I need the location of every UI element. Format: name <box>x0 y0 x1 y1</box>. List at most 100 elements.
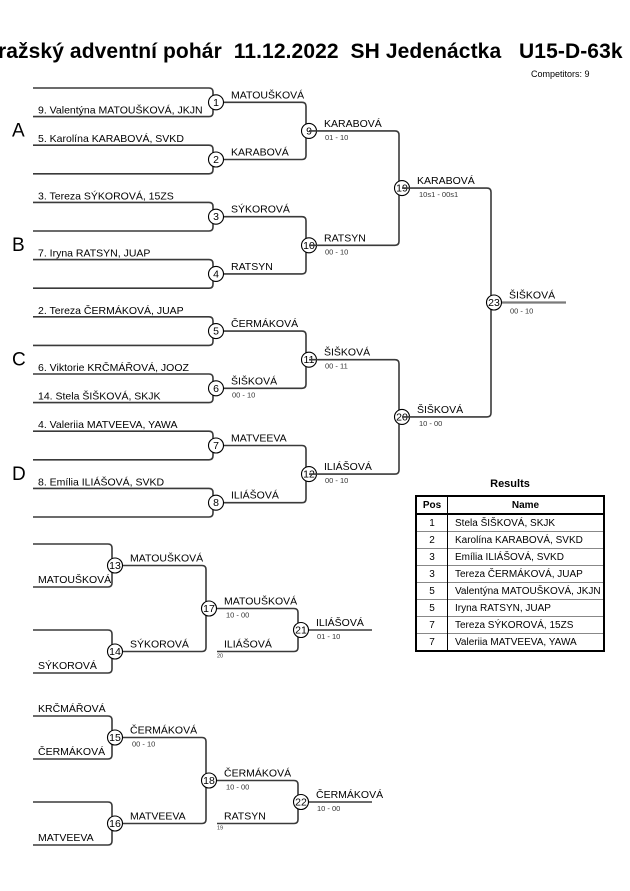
page-title: ražský adventní pohár 11.12.2022 SH Jede… <box>0 40 623 63</box>
match-number-circle <box>207 437 225 454</box>
match-score: 01 - 10 <box>325 133 348 142</box>
opponent-source-match: 20 <box>217 654 223 660</box>
pool-label: C <box>12 349 26 370</box>
bracket-connector <box>309 130 400 247</box>
bracket-connector <box>33 316 214 347</box>
match-number: 4 <box>213 268 219 280</box>
match-winner: MATVEEVA <box>231 433 287 445</box>
match-number-circle <box>106 815 124 832</box>
repechage-opponent: RATSYN <box>224 811 266 823</box>
competitor-entry: 5. Karolína KARABOVÁ, SVKD <box>38 132 184 145</box>
result-name: Valeriia MATVEEVA, YAWA <box>447 633 604 651</box>
match-score: 00 - 10 <box>232 390 255 399</box>
competitor-entry: 14. Stela ŠIŠKOVÁ, SKJK <box>38 390 161 403</box>
bronze-winner: ILIÁŠOVÁ <box>316 616 364 629</box>
match-score: 10 - 00 <box>419 419 442 428</box>
repechage-entry: KRČMÁŘOVÁ <box>38 702 106 715</box>
match-number: 1 <box>213 97 219 109</box>
match-score: 10s1 - 00s1 <box>419 190 458 199</box>
competitor-entry: 6. Viktorie KRČMÁŘOVÁ, JOOZ <box>38 361 190 374</box>
match-number-circle <box>106 643 124 660</box>
match-number: 8 <box>213 497 219 509</box>
result-name: Stela ŠIŠKOVÁ, SKJK <box>447 513 604 532</box>
bracket-connector <box>33 201 214 232</box>
bronze-winner: ČERMÁKOVÁ <box>316 788 383 801</box>
match-number: 15 <box>109 732 121 744</box>
result-name: Tereza SÝKOROVÁ, 15ZS <box>447 616 604 634</box>
result-position: 7 <box>416 616 448 634</box>
pool-label: A <box>12 121 25 142</box>
competitor-entry: 7. Iryna RATSYN, JUAP <box>38 248 150 260</box>
repechage-entry: SÝKOROVÁ <box>38 659 97 672</box>
repechage-opponent: ILIÁŠOVÁ <box>224 638 272 651</box>
match-score: 10 - 00 <box>226 783 249 792</box>
match-winner: KARABOVÁ <box>231 146 289 159</box>
match-winner: ŠIŠKOVÁ <box>324 346 370 359</box>
match-number-circle <box>207 265 225 282</box>
final-winner: ŠIŠKOVÁ <box>509 289 555 302</box>
match-winner: SÝKOROVÁ <box>231 203 290 216</box>
match-number: 3 <box>213 211 219 223</box>
competitors-count: Competitors: 9 <box>531 69 590 79</box>
match-number: 18 <box>203 775 215 787</box>
final-score: 00 - 10 <box>510 307 533 316</box>
bronze-score: 10 - 00 <box>317 804 340 813</box>
result-position: 3 <box>416 548 448 566</box>
repechage-entry: MATVEEVA <box>38 832 94 844</box>
pool-label: D <box>12 464 26 485</box>
match-number-circle <box>207 94 225 111</box>
result-position: 5 <box>416 582 448 600</box>
match-number: 23 <box>488 297 500 309</box>
match-score: 00 - 11 <box>325 362 348 371</box>
bracket-connector <box>33 487 214 518</box>
match-winner: KARABOVÁ <box>417 174 475 187</box>
match-number-circle <box>207 208 225 225</box>
match-number-circle <box>106 557 124 574</box>
match-number-circle <box>106 729 124 746</box>
result-name: Karolína KARABOVÁ, SVKD <box>447 531 604 549</box>
match-number-circle <box>207 380 225 397</box>
pool-label: B <box>12 235 25 256</box>
match-number-circle <box>200 772 218 789</box>
opponent-source-match: 19 <box>217 826 223 832</box>
repechage-entry: ČERMÁKOVÁ <box>38 745 105 758</box>
match-number-circle <box>207 151 225 168</box>
column-header-pos: Pos <box>416 496 448 515</box>
match-winner: ŠIŠKOVÁ <box>417 403 463 416</box>
result-position: 5 <box>416 599 448 617</box>
match-score: 00 - 10 <box>325 476 348 485</box>
match-winner: ILIÁŠOVÁ <box>231 489 279 502</box>
results-header-row: Pos Name <box>416 496 604 515</box>
bracket-connector <box>309 358 400 475</box>
repechage-entry: MATOUŠKOVÁ <box>38 573 111 586</box>
match-number: 7 <box>213 440 219 452</box>
result-name: Valentýna MATOUŠKOVÁ, JKJN <box>447 582 604 600</box>
match-number: 22 <box>295 797 307 809</box>
result-name: Iryna RATSYN, JUAP <box>447 599 604 617</box>
results-title: Results <box>490 478 530 490</box>
match-number: 6 <box>213 383 219 395</box>
bracket-connector <box>402 187 492 418</box>
bronze-score: 01 - 10 <box>317 632 340 641</box>
competitor-entry: 2. Tereza ČERMÁKOVÁ, JUAP <box>38 304 184 317</box>
match-winner: RATSYN <box>324 232 366 244</box>
match-number: 14 <box>109 646 121 658</box>
match-number: 17 <box>203 603 215 615</box>
match-number: 2 <box>213 154 219 166</box>
match-score: 00 - 10 <box>325 247 348 256</box>
match-winner: MATOUŠKOVÁ <box>130 552 203 565</box>
competitor-entry: 3. Tereza SÝKOROVÁ, 15ZS <box>38 189 174 202</box>
match-number-circle <box>207 494 225 511</box>
match-number-circle <box>200 600 218 617</box>
match-winner: KARABOVÁ <box>324 117 382 130</box>
result-position: 2 <box>416 531 448 549</box>
